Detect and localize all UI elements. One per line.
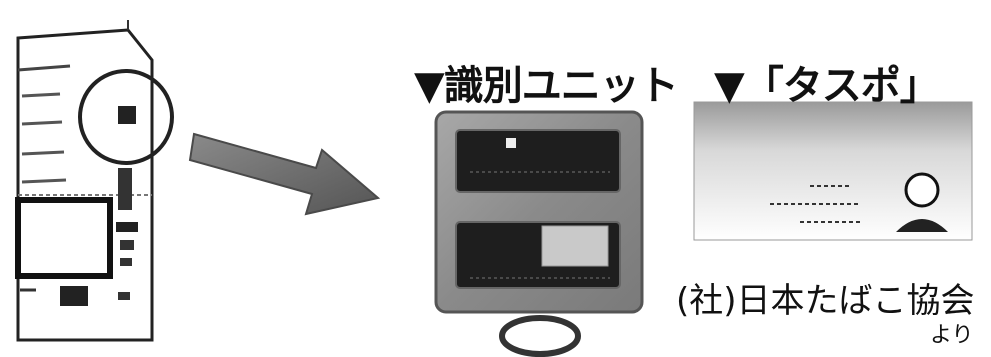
person-photo-icon — [896, 172, 948, 232]
id-card-icon — [693, 101, 973, 241]
source-credit: (社)日本たばこ協会 — [676, 281, 975, 321]
highlight-circle — [78, 69, 174, 165]
identification-unit-label: ▼識別ユニット — [414, 63, 679, 109]
vending-machine-icon — [15, 20, 154, 342]
taspo-card-label: ▼「タスポ」 — [714, 63, 940, 109]
source-credit-suffix: より — [930, 323, 974, 348]
arrow-right-icon — [188, 132, 381, 216]
card-reader-unit-icon — [434, 110, 644, 357]
